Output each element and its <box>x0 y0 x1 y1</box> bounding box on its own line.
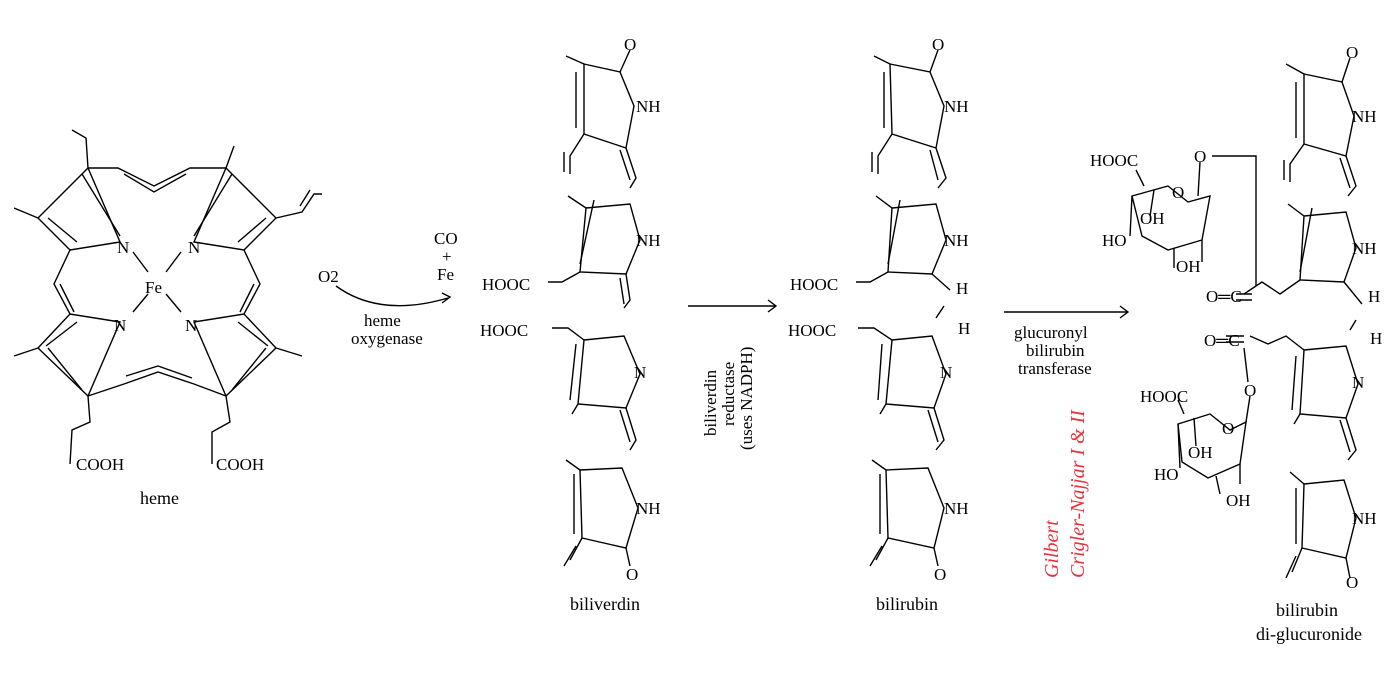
step2-enzyme-line1: biliverdin <box>701 369 720 436</box>
bilirubin-o-bottom: O <box>934 565 946 584</box>
step1-heme-oxygenase: O2 CO + Fe heme oxygenase <box>318 229 458 348</box>
glucuronide2-hooc: HOOC <box>1140 387 1188 406</box>
biliverdin-label: biliverdin <box>570 594 640 614</box>
biliverdin-hooc-2: HOOC <box>480 321 528 340</box>
biliverdin-structure: O NH NH N NH O HOOC HOOC biliverdin <box>480 35 661 614</box>
heme-cooh-right: COOH <box>216 455 264 474</box>
glucuronide1-hooc: HOOC <box>1090 151 1138 170</box>
conjugate-label-line1: bilirubin <box>1276 600 1338 620</box>
step1-plus: + <box>442 247 452 266</box>
conjugate-o-bottom: O <box>1346 573 1358 592</box>
step1-o2: O2 <box>318 267 339 286</box>
biliverdin-nh-1: NH <box>636 97 661 116</box>
glucuronide2-ho: HO <box>1154 465 1179 484</box>
heme-fe: Fe <box>145 278 162 297</box>
step3-enzyme-line3: transferase <box>1018 359 1092 378</box>
heme-cooh-left: COOH <box>76 455 124 474</box>
step1-enzyme-line2: oxygenase <box>351 329 423 348</box>
bilirubin-h-2: H <box>958 319 970 338</box>
bilirubin-h-1: H <box>956 279 968 298</box>
conjugate-nh-3: NH <box>1352 509 1377 528</box>
conjugate-ester-o-2: O <box>1244 381 1256 400</box>
bilirubin-diglucuronide-structure: O NH NH H H N NH O O═C O═C O O HOOC O OH… <box>1090 43 1382 644</box>
step2-enzyme-line3: (uses NADPH) <box>737 347 756 450</box>
biliverdin-nh-3: NH <box>636 499 661 518</box>
biliverdin-nh-2: NH <box>636 231 661 250</box>
disorder-gilbert: Gilbert <box>1041 520 1063 578</box>
heme-structure: N N N N Fe COOH COOH heme <box>13 129 322 508</box>
glucuronide1-ring-o: O <box>1172 183 1184 202</box>
bilirubin-hooc-1: HOOC <box>790 275 838 294</box>
step2-enzyme-line2: reductase <box>719 362 738 426</box>
step3-glucuronyl-transferase: glucuronyl bilirubin transferase Gilbert… <box>1004 305 1130 578</box>
bilirubin-n: N <box>940 363 952 382</box>
glucuronide2-oh-2: OH <box>1226 491 1251 510</box>
glucuronide1-ho: HO <box>1102 231 1127 250</box>
step2-biliverdin-reductase: biliverdin reductase (uses NADPH) <box>688 299 778 450</box>
conjugate-n: N <box>1352 373 1364 392</box>
biliverdin-hooc-1: HOOC <box>482 275 530 294</box>
bilirubin-nh-3: NH <box>944 499 969 518</box>
heme-label: heme <box>140 488 179 508</box>
bilirubin-o-top: O <box>932 35 944 54</box>
heme-n3: N <box>114 316 126 335</box>
step1-fe: Fe <box>437 265 454 284</box>
heme-n1: N <box>117 238 129 257</box>
bilirubin-nh-2: NH <box>944 231 969 250</box>
conjugate-nh-1: NH <box>1352 107 1377 126</box>
biliverdin-o-top: O <box>624 35 636 54</box>
glucuronide2-ring-o: O <box>1222 419 1234 438</box>
step3-enzyme-line1: glucuronyl <box>1014 323 1088 342</box>
conjugate-h-1: H <box>1368 287 1380 306</box>
conjugate-nh-2: NH <box>1352 239 1377 258</box>
conjugate-carbonyl-1: O═C <box>1206 287 1242 306</box>
step1-co: CO <box>434 229 458 248</box>
bilirubin-structure: O NH NH H H N NH O HOOC HOOC bilirubin <box>788 35 970 614</box>
disorder-crigler-najjar: Crigler-Najjar I & II <box>1067 409 1089 578</box>
conjugate-ester-o-1: O <box>1194 147 1206 166</box>
bilirubin-label: bilirubin <box>876 594 938 614</box>
step3-enzyme-line2: bilirubin <box>1026 341 1085 360</box>
conjugate-carbonyl-2: O═C <box>1204 331 1240 350</box>
bilirubin-hooc-2: HOOC <box>788 321 836 340</box>
heme-n4: N <box>185 316 197 335</box>
conjugate-h-2: H <box>1370 329 1382 348</box>
conjugate-label-line2: di-glucuronide <box>1256 624 1362 644</box>
bilirubin-nh-1: NH <box>944 97 969 116</box>
glucuronide1-oh-1: OH <box>1140 209 1165 228</box>
glucuronide1-oh-2: OH <box>1176 257 1201 276</box>
conjugate-o-top: O <box>1346 43 1358 62</box>
biliverdin-o-bottom: O <box>626 565 638 584</box>
glucuronide2-oh-1: OH <box>1188 443 1213 462</box>
heme-n2: N <box>188 238 200 257</box>
biliverdin-n: N <box>634 363 646 382</box>
step1-enzyme-line1: heme <box>364 311 401 330</box>
